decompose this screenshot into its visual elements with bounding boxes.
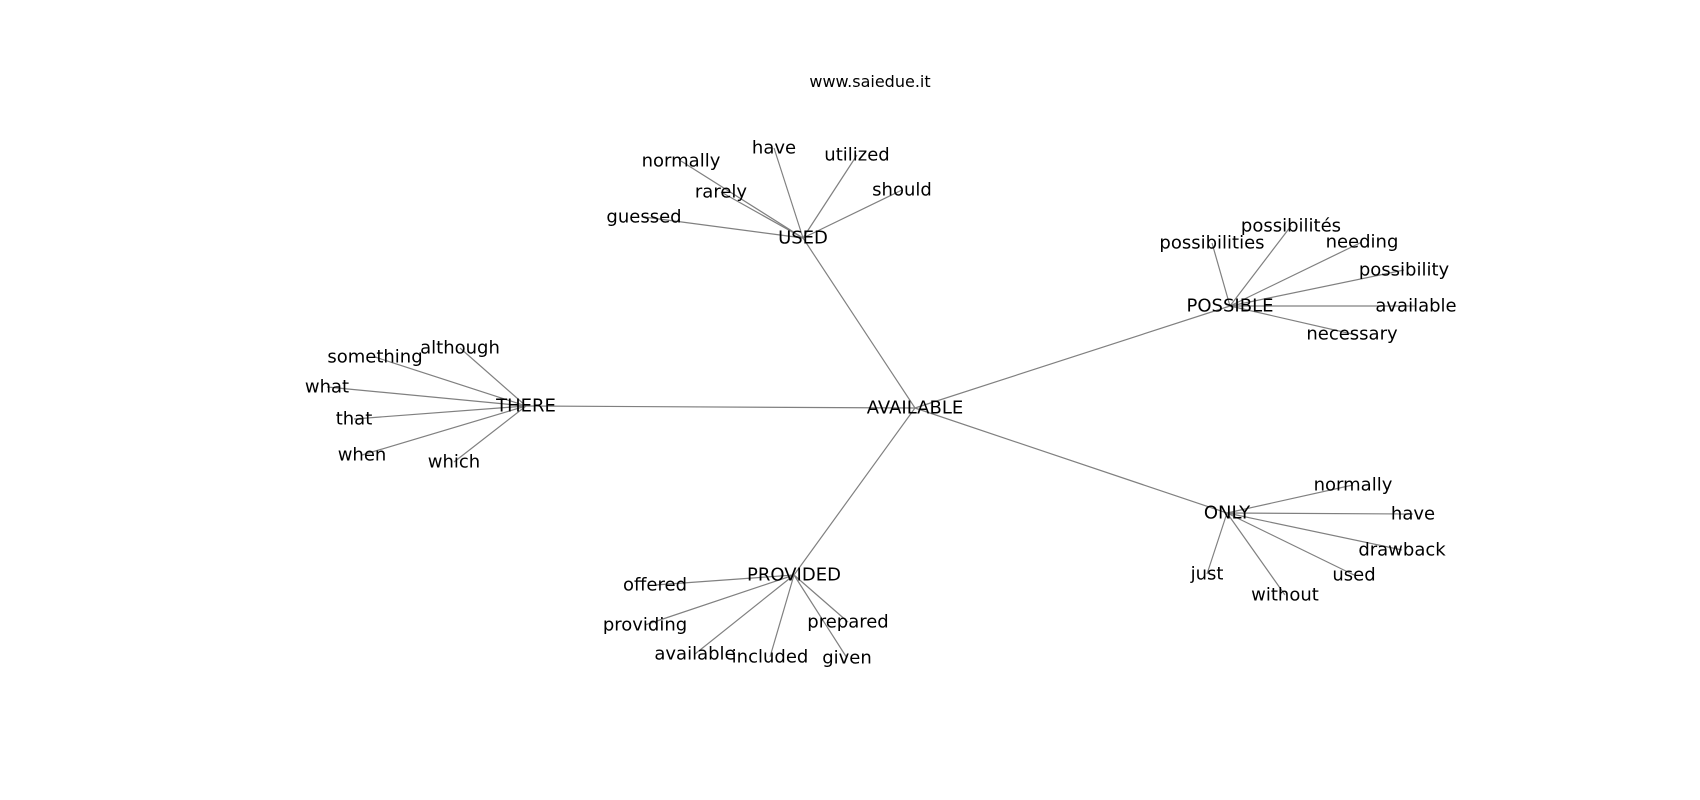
leaf-node-used-should: should (872, 180, 932, 201)
edge-only-normally (1226, 484, 1354, 514)
leaf-node-only-have: have (1391, 504, 1435, 525)
leaf-node-there-when: when (338, 445, 387, 466)
leaf-node-only-without: without (1251, 585, 1319, 606)
leaf-node-only-drawback: drawback (1358, 540, 1446, 561)
edge-there-that (353, 405, 527, 420)
edge-only-have (1226, 512, 1414, 515)
edge-provided-available (694, 574, 795, 655)
edge-root-there (525, 405, 916, 409)
edge-only-used (1226, 512, 1355, 576)
leaf-node-possible-necessary: necessary (1306, 324, 1398, 345)
leaf-node-only-used: used (1332, 565, 1375, 586)
hub-node-used: USED (778, 228, 828, 249)
edge-provided-offered (654, 574, 795, 586)
leaf-node-there-that: that (336, 409, 373, 430)
edge-root-only (914, 407, 1228, 514)
edge-provided-providing (644, 574, 795, 626)
leaf-node-only-just: just (1190, 564, 1224, 585)
edge-only-drawback (1226, 512, 1403, 551)
edge-there-although (459, 347, 527, 407)
leaf-node-used-have: have (752, 138, 796, 159)
leaf-node-provided-included: included (732, 647, 809, 668)
leaf-node-provided-providing: providing (603, 615, 687, 636)
site-watermark: www.saiedue.it (809, 72, 930, 91)
leaf-node-there-which: which (428, 452, 480, 473)
leaf-node-provided-prepared: prepared (807, 612, 888, 633)
edge-possible-needing (1229, 241, 1363, 307)
edge-used-should (802, 189, 903, 239)
hub-node-there: THERE (495, 396, 556, 417)
edge-provided-prepared (793, 574, 849, 623)
edge-only-just (1206, 512, 1228, 575)
leaf-node-possible-possibilités: possibilités (1241, 216, 1341, 237)
leaf-node-provided-given: given (822, 648, 872, 669)
edge-provided-included (769, 574, 795, 658)
leaf-node-provided-available: available (654, 644, 735, 665)
edge-there-when (361, 405, 527, 456)
leaf-node-used-guessed: guessed (606, 207, 681, 228)
edge-used-guessed (643, 216, 804, 239)
root-node-label: AVAILABLE (867, 398, 963, 419)
edge-only-without (1226, 512, 1286, 596)
leaf-node-used-rarely: rarely (695, 182, 748, 203)
edge-possible-possibility (1229, 269, 1405, 307)
edge-used-utilized (802, 154, 858, 239)
leaf-node-possible-possibilities: possibilities (1159, 233, 1264, 254)
edge-root-used (802, 237, 916, 409)
leaf-node-possible-possibility: possibility (1359, 260, 1450, 281)
leaf-node-used-utilized: utilized (824, 145, 889, 166)
leaf-node-used-normally: normally (642, 151, 721, 172)
leaf-node-only-normally: normally (1314, 475, 1393, 496)
leaf-node-there-something: something (327, 347, 422, 368)
edge-used-normally (680, 160, 804, 239)
hub-node-possible: POSSIBLE (1187, 296, 1274, 317)
edge-there-what (326, 386, 527, 407)
hub-node-provided: PROVIDED (747, 565, 841, 586)
edge-used-have (773, 147, 804, 239)
leaf-node-there-although: although (420, 338, 500, 359)
hub-node-only: ONLY (1204, 503, 1251, 524)
edge-possible-possibilities (1211, 242, 1231, 307)
edge-provided-given (793, 574, 848, 659)
graph-nodes: AVAILABLE USED normally have utilized rarely s… (305, 138, 1457, 669)
graph-edges (326, 147, 1416, 659)
edge-possible-possibilités (1229, 225, 1292, 307)
leaf-node-there-what: what (305, 377, 349, 398)
edge-used-rarely (720, 191, 804, 239)
edge-there-which (453, 405, 527, 463)
edge-root-possible (914, 305, 1231, 409)
edge-root-provided (793, 407, 916, 576)
edge-possible-necessary (1229, 305, 1353, 335)
edge-there-something (374, 356, 527, 407)
leaf-node-provided-offered: offered (623, 575, 687, 596)
leaf-node-possible-needing: needing (1326, 232, 1399, 253)
leaf-node-possible-available: available (1375, 296, 1456, 317)
